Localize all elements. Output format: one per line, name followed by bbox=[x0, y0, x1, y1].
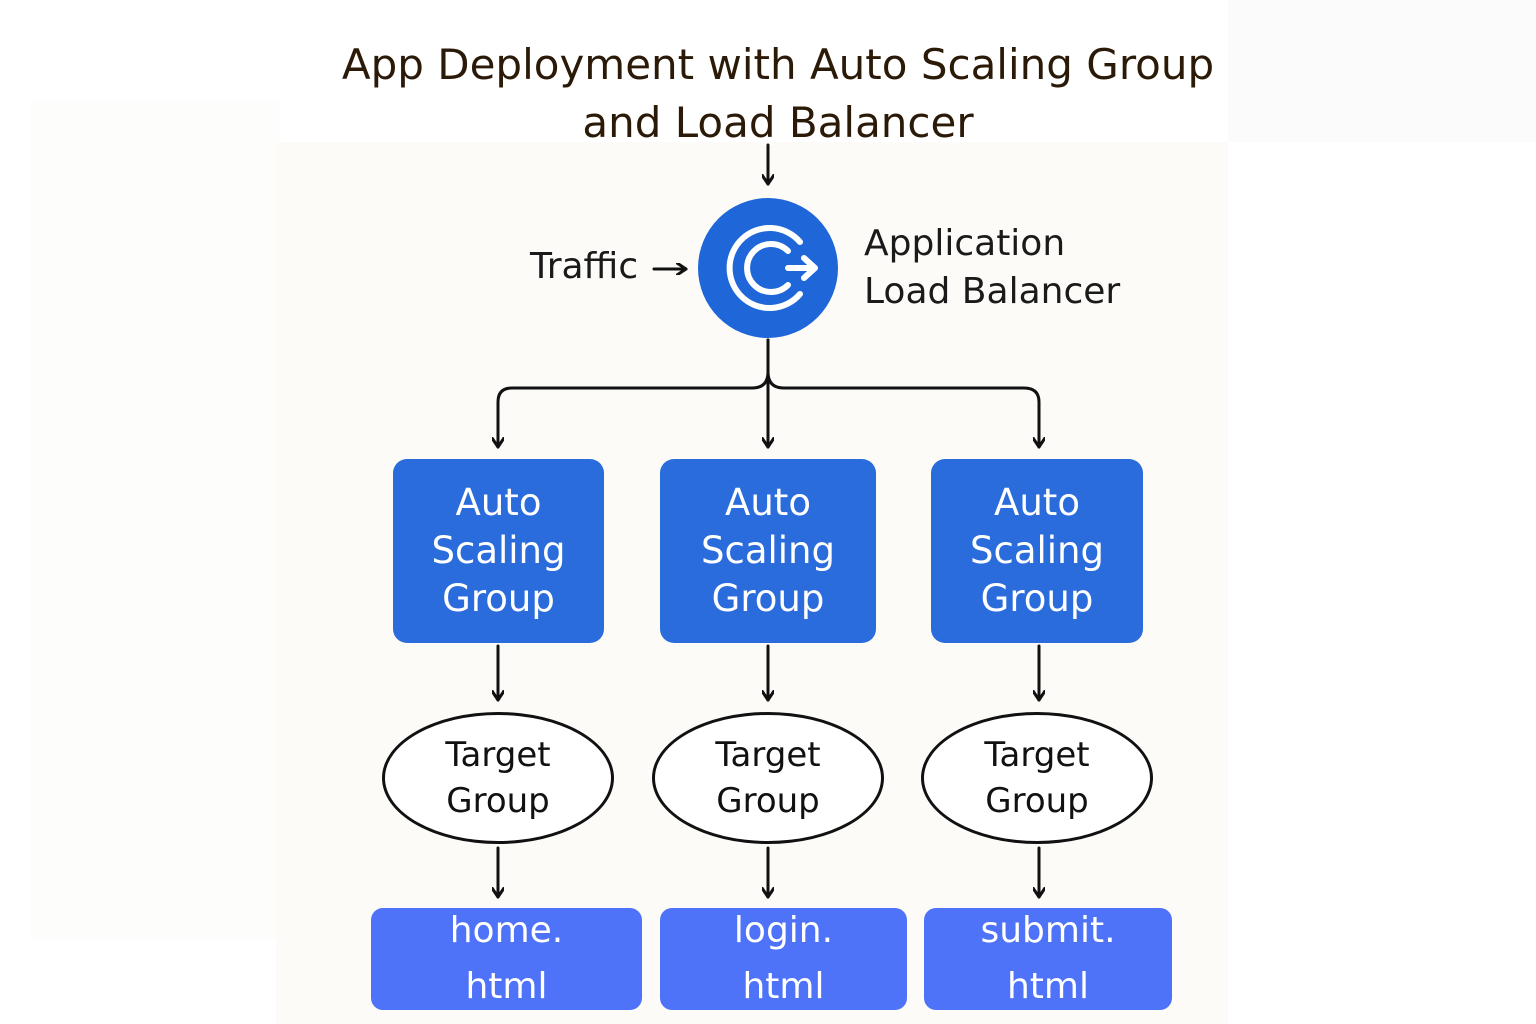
page-3-line-1: submit. bbox=[980, 910, 1116, 951]
asg-2-line-3: Group bbox=[711, 577, 825, 620]
diagram-title: App Deployment with Auto Scaling Group a… bbox=[268, 36, 1288, 152]
target-group-1: Target Group bbox=[382, 712, 614, 844]
target-group-3-line-1: Target bbox=[984, 735, 1090, 775]
target-group-1-line-2: Group bbox=[446, 781, 550, 821]
arrow-lb-to-asg-3 bbox=[766, 370, 1039, 449]
traffic-label: Traffic bbox=[530, 246, 639, 287]
asg-3-line-2: Scaling bbox=[970, 529, 1104, 572]
target-group-3: Target Group bbox=[921, 712, 1153, 844]
asg-3-line-3: Group bbox=[980, 577, 1094, 620]
page-3-line-2: html bbox=[1006, 966, 1089, 1007]
page-box-3: submit. html bbox=[924, 908, 1172, 1010]
load-balancer-icon bbox=[698, 198, 838, 338]
asg-2-line-1: Auto bbox=[725, 481, 811, 524]
asg-1-line-2: Scaling bbox=[431, 529, 566, 572]
page-1-line-2: html bbox=[465, 966, 548, 1007]
title-line-2: and Load Balancer bbox=[582, 98, 974, 147]
background-panel-left bbox=[30, 100, 280, 940]
load-balancer-label-line-2: Load Balancer bbox=[864, 271, 1121, 312]
load-balancer-label-line-1: Application bbox=[864, 223, 1066, 264]
page-1-line-1: home. bbox=[449, 910, 564, 951]
page-2-line-2: html bbox=[742, 966, 825, 1007]
background-panel-top-right bbox=[1228, 0, 1536, 142]
title-line-1: App Deployment with Auto Scaling Group bbox=[341, 40, 1215, 89]
arrow-lb-to-asg-1 bbox=[498, 338, 770, 449]
load-balancer-label: Application Load Balancer bbox=[864, 220, 1120, 316]
target-group-2: Target Group bbox=[652, 712, 884, 844]
asg-1-line-3: Group bbox=[442, 577, 555, 620]
target-group-2-line-1: Target bbox=[715, 735, 821, 775]
auto-scaling-group-2: Auto Scaling Group bbox=[660, 459, 876, 643]
auto-scaling-group-3: Auto Scaling Group bbox=[931, 459, 1143, 643]
page-box-1: home. html bbox=[371, 908, 642, 1010]
target-group-1-line-1: Target bbox=[445, 735, 551, 775]
target-group-2-line-2: Group bbox=[716, 781, 820, 821]
page-2-line-1: login. bbox=[733, 910, 834, 951]
target-group-3-line-2: Group bbox=[985, 781, 1089, 821]
asg-3-line-1: Auto bbox=[994, 481, 1080, 524]
asg-1-line-1: Auto bbox=[455, 481, 542, 524]
asg-2-line-2: Scaling bbox=[701, 529, 835, 572]
page-box-2: login. html bbox=[660, 908, 907, 1010]
auto-scaling-group-1: Auto Scaling Group bbox=[393, 459, 604, 643]
